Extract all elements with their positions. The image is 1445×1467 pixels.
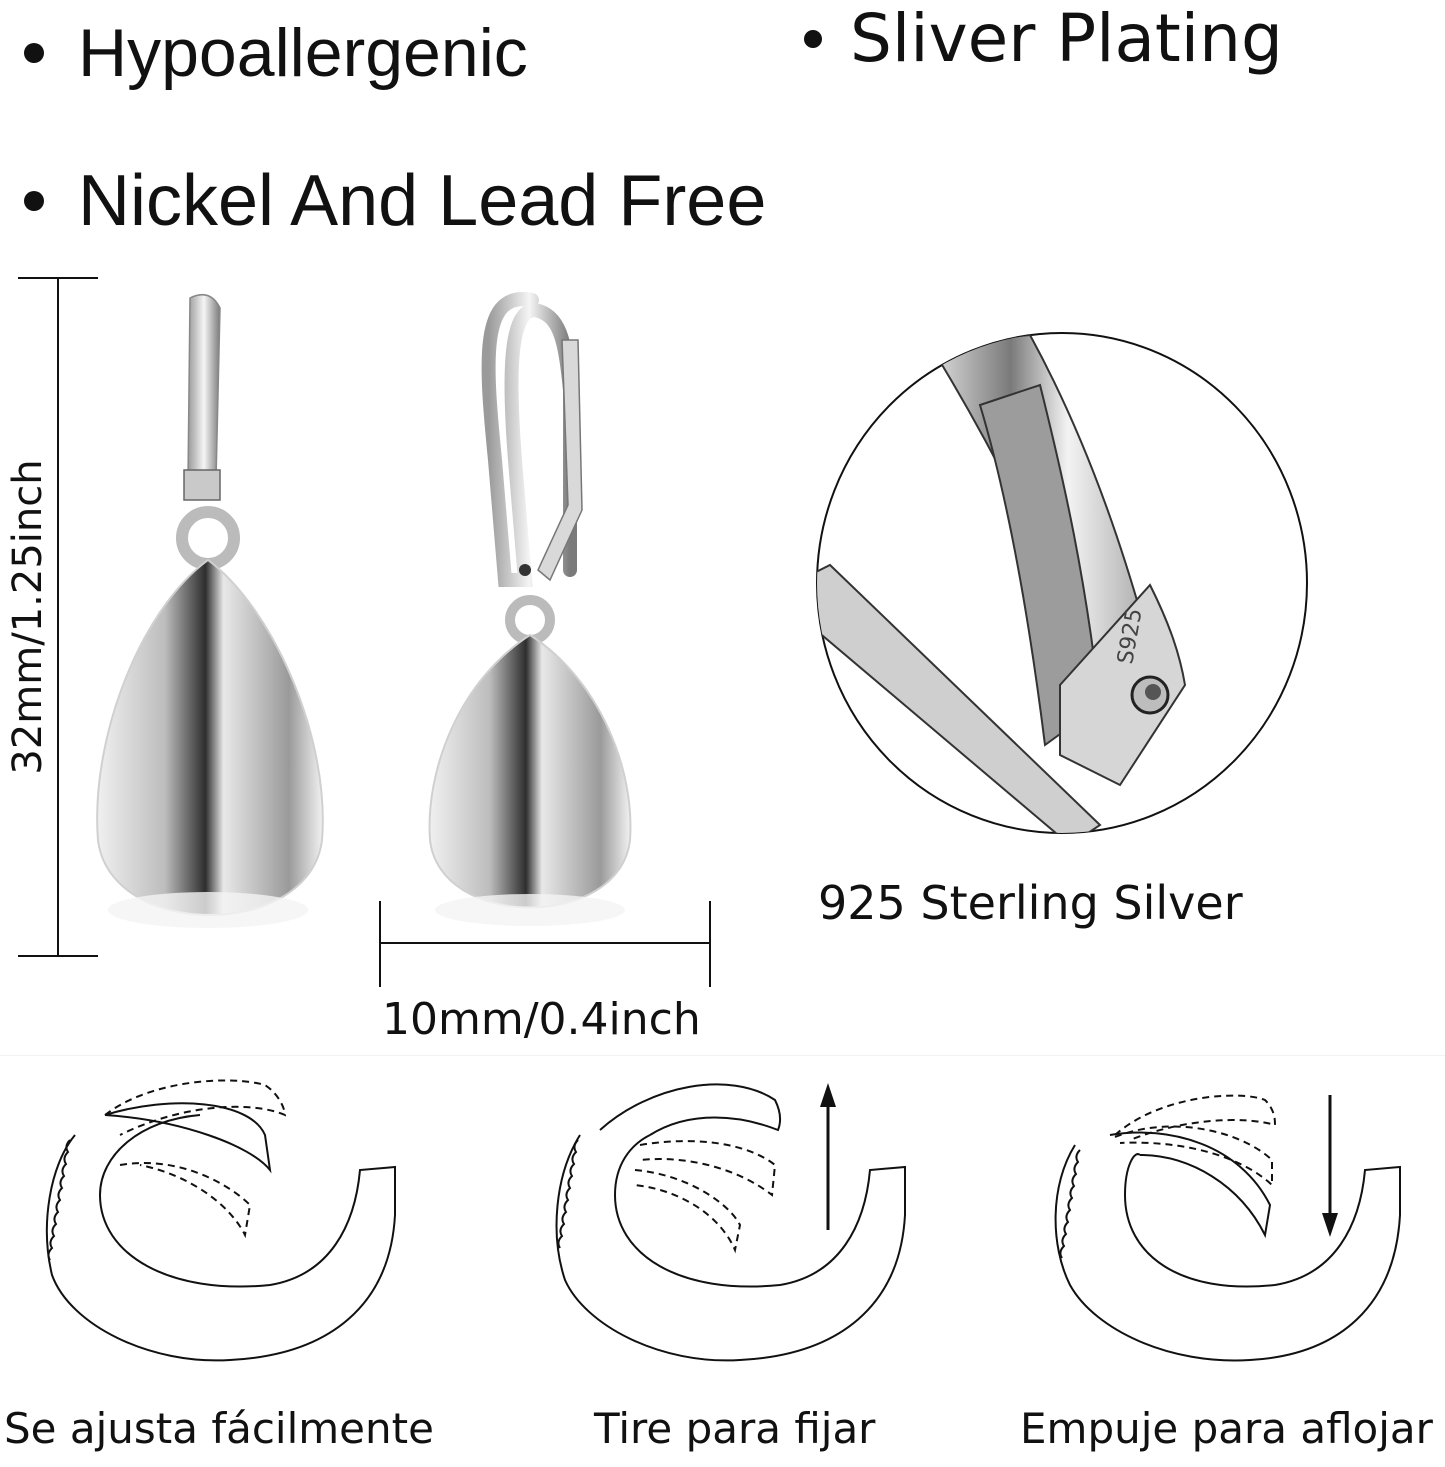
left-earring xyxy=(96,293,324,928)
bullet-icon xyxy=(804,29,822,48)
feature-hypoallergenic: Hypoallergenic xyxy=(24,14,528,92)
down-arrow-icon xyxy=(1322,1095,1338,1237)
height-label: 32mm/1.25inch xyxy=(5,459,51,775)
feature-label: Nickel And Lead Free xyxy=(78,161,767,241)
step-label-pull: Tire para fijar xyxy=(594,1404,876,1453)
feature-nickel-lead-free: Nickel And Lead Free xyxy=(24,160,766,242)
feature-silver-plating: Sliver Plating xyxy=(804,0,1283,77)
step-label-push: Empuje para aflojar xyxy=(1020,1404,1433,1453)
bullet-icon xyxy=(24,191,44,211)
step-diagram-adjust xyxy=(45,1079,396,1362)
feature-label: Sliver Plating xyxy=(850,0,1283,77)
width-label: 10mm/0.4inch xyxy=(382,994,701,1045)
sterling-silver-caption: 925 Sterling Silver xyxy=(818,876,1243,930)
section-divider xyxy=(0,1055,1445,1056)
step-label-adjust: Se ajusta fácilmente xyxy=(4,1404,434,1453)
feature-label: Hypoallergenic xyxy=(78,15,528,91)
up-arrow-icon xyxy=(820,1083,836,1230)
height-dimension-line xyxy=(18,277,98,957)
earrings-image xyxy=(96,292,632,928)
step-diagram-pull xyxy=(555,1083,906,1362)
clasp-detail-image: S925 xyxy=(816,332,1308,834)
right-earring xyxy=(428,292,632,926)
step-diagram-push xyxy=(1054,1094,1401,1362)
width-dimension-line xyxy=(379,901,711,987)
bullet-icon xyxy=(24,43,44,63)
